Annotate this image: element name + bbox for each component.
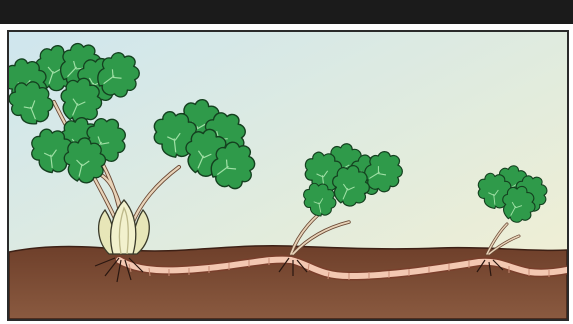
diagram-frame bbox=[7, 30, 569, 321]
diagram bbox=[9, 32, 567, 319]
top-banner bbox=[0, 0, 573, 24]
